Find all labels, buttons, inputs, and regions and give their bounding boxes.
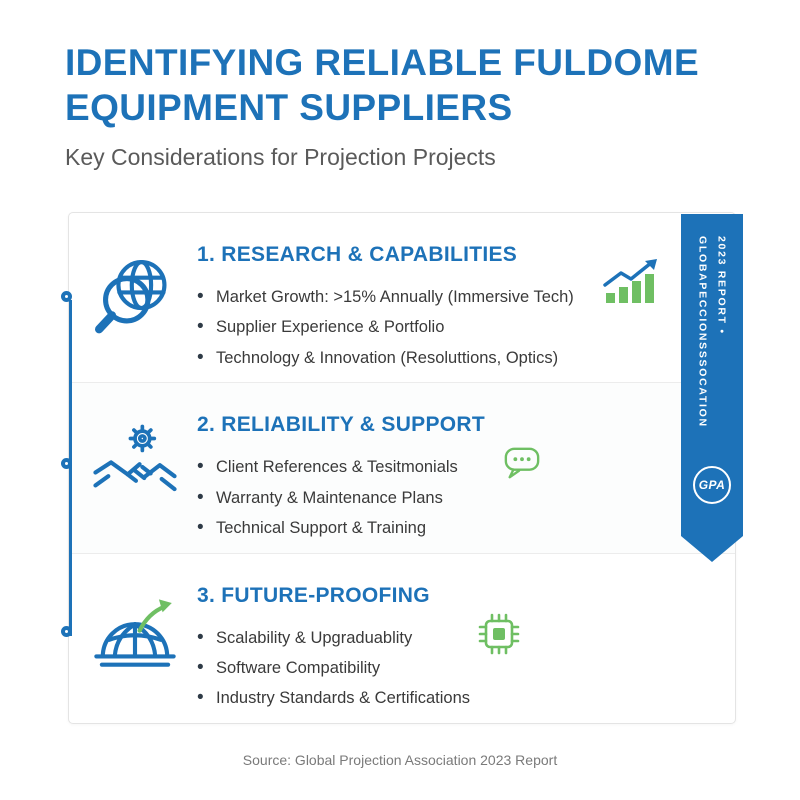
- ribbon-line-2: 2023 REPORT •: [715, 236, 728, 335]
- page-title-line1: IDENTIFYING RELIABLE FULDOME: [65, 42, 700, 83]
- ribbon-line-1: GLOBAPECCIONSSSOCATION: [696, 236, 709, 428]
- handshake-gear-icon: [89, 421, 181, 513]
- bullet-item: Warranty & Maintenance Plans: [197, 483, 695, 513]
- bullet-item: Market Growth: >15% Annually (Immersive …: [197, 282, 695, 312]
- section-heading: 2. RELIABILITY & SUPPORT: [197, 413, 486, 437]
- ribbon-text: GLOBAPECCIONSSSOCATION 2023 REPORT •: [681, 214, 743, 428]
- magnifier-globe-icon: [89, 251, 181, 343]
- timeline-node-1: [61, 291, 72, 302]
- report-ribbon: GLOBAPECCIONSSSOCATION 2023 REPORT • GPA: [681, 214, 743, 562]
- bullet-item: Technical Support & Training: [197, 513, 695, 543]
- bullet-item: Supplier Experience & Portfolio: [197, 312, 695, 342]
- bullet-item: Scalability & Upgraduablity: [197, 623, 695, 653]
- section-heading: 3. FUTURE-PROOFING: [197, 583, 430, 607]
- section-bullet-list: Client References & Tesitmonials Warrant…: [197, 452, 695, 543]
- chat-bubble-icon: [503, 445, 541, 481]
- section-bullet-list: Market Growth: >15% Annually (Immersive …: [197, 282, 695, 373]
- bullet-item: Technology & Innovation (Resoluttions, O…: [197, 343, 695, 373]
- chip-icon: [475, 610, 523, 658]
- content-card: 1. RESEARCH & CAPABILITIES Market Growth…: [68, 212, 736, 724]
- section-bullet-list: Scalability & Upgraduablity Software Com…: [197, 623, 695, 714]
- bullet-item: Industry Standards & Certifications: [197, 683, 695, 713]
- page-title: IDENTIFYING RELIABLE FULDOME EQUIPMENT S…: [65, 40, 699, 130]
- source-credit: Source: Global Projection Association 20…: [242, 752, 558, 768]
- page-title-line2: EQUIPMENT SUPPLIERS: [65, 87, 513, 129]
- section-heading: 1. RESEARCH & CAPABILITIES: [197, 243, 518, 266]
- section-reliability-support: 2. RELIABILITY & SUPPORT Client Referenc…: [69, 382, 735, 553]
- section-research-capabilities: 1. RESEARCH & CAPABILITIES Market Growth…: [69, 213, 735, 382]
- header: IDENTIFYING RELIABLE FULDOME EQUIPMENT S…: [65, 40, 699, 171]
- bullet-item: Software Compatibility: [197, 653, 695, 683]
- gpa-logo: GPA: [693, 466, 731, 504]
- growth-chart-icon: [601, 259, 661, 305]
- page-subtitle: Key Considerations for Projection Projec…: [65, 144, 496, 171]
- timeline-node-2: [61, 458, 72, 469]
- timeline-line: [69, 300, 72, 636]
- dome-growth-icon: [89, 592, 181, 684]
- bullet-item: Client References & Tesitmonials: [197, 452, 695, 482]
- section-future-proofing: 3. FUTURE-PROOFING Scalability & Upgradu…: [69, 552, 735, 723]
- timeline-node-3: [61, 626, 72, 637]
